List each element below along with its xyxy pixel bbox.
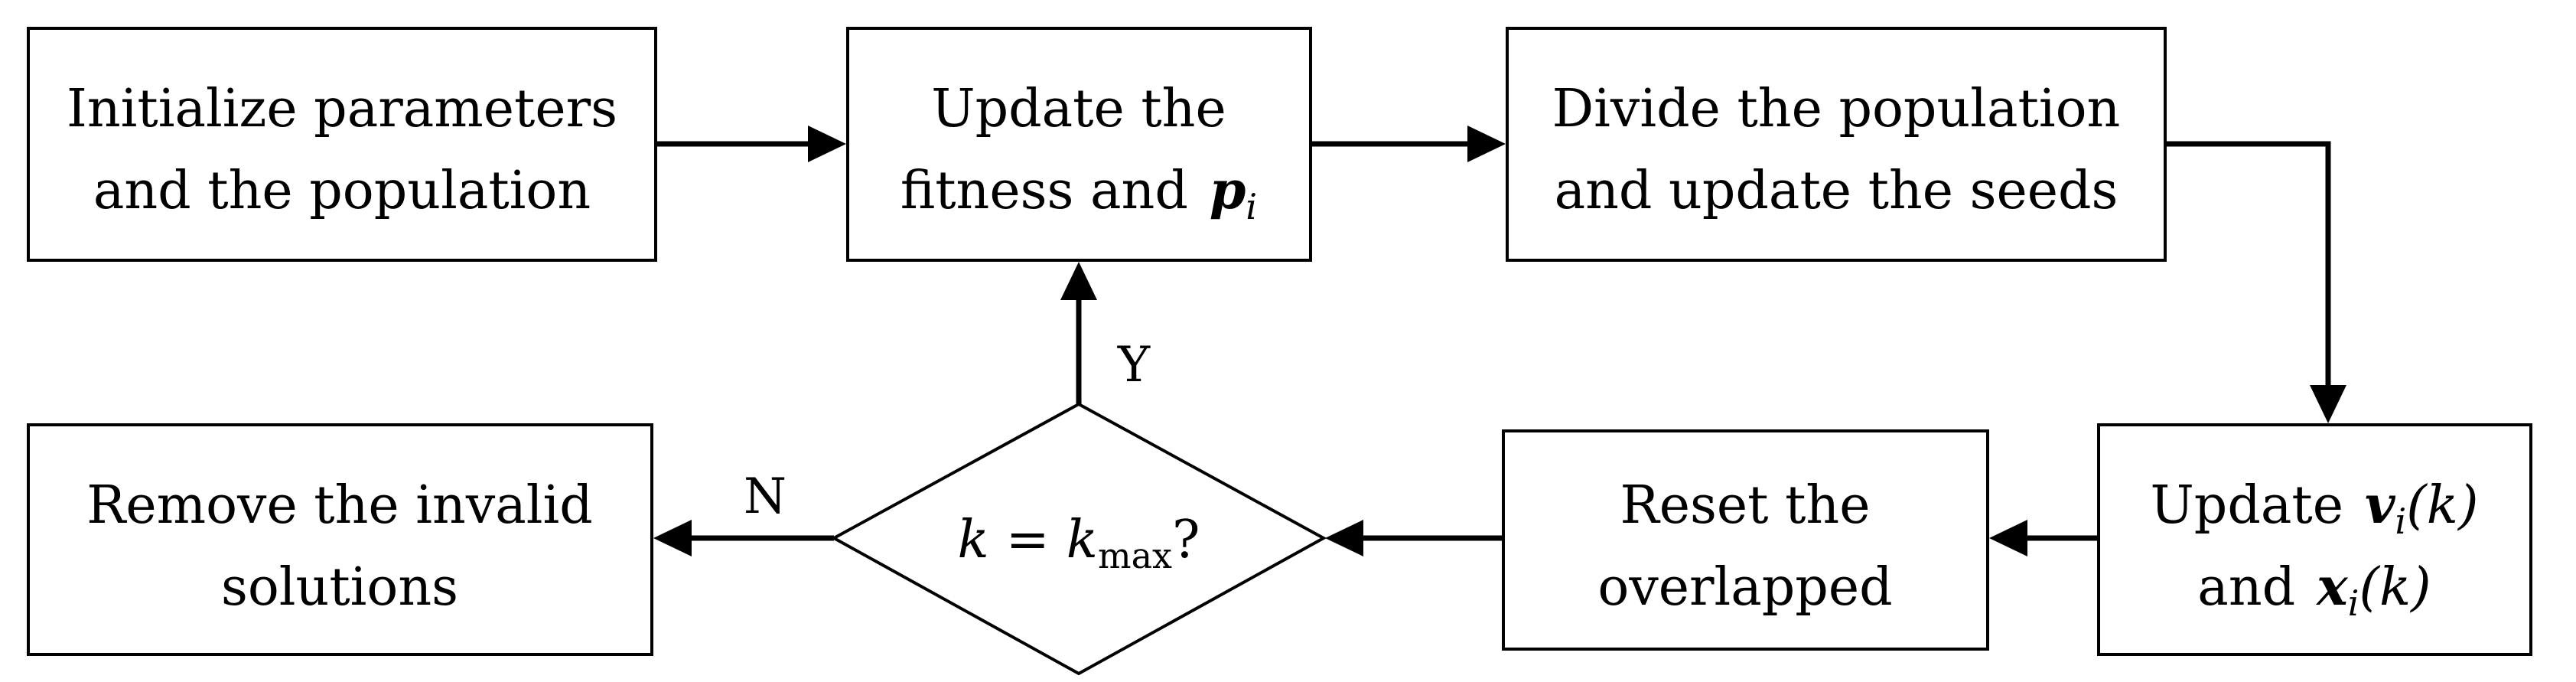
x-i-subscript: i — [2348, 582, 2359, 624]
v-i-symbol: v — [2365, 475, 2396, 536]
node-update-fitness: Update the fitness and pi — [846, 27, 1312, 262]
decision-condition: k=kmax? — [958, 510, 1200, 576]
edge-fitness-to-divide — [1311, 126, 1506, 162]
edge-divide-to-update-vx-line — [2165, 141, 2331, 387]
node-update-vx-line2-text: and — [2197, 557, 2295, 618]
node-update-vx-line1-text: Update — [2151, 475, 2343, 536]
node-reset: Reset the overlapped — [1502, 429, 1989, 651]
arrow-head-icon — [1325, 520, 1363, 556]
node-initialize-line1: Initialize parameters — [67, 79, 617, 139]
node-divide-line2: and update the seeds — [1555, 161, 2118, 221]
node-initialize-line2: and the population — [93, 161, 591, 221]
node-divide-line1: Divide the population — [1552, 79, 2121, 139]
node-initialize: Initialize parameters and the population — [27, 27, 657, 262]
v-i-argument: (k) — [2406, 475, 2478, 536]
arrow-head-icon — [1060, 262, 1097, 300]
edge-decision-yes: Y — [1060, 262, 1151, 404]
edge-label-yes: Y — [1117, 337, 1151, 393]
node-remove-line2: solutions — [221, 557, 458, 618]
decision-diamond — [830, 402, 1327, 676]
edge-decision-no: N — [653, 468, 834, 556]
node-remove-box — [27, 423, 653, 656]
x-i-argument: (k) — [2359, 557, 2431, 618]
arrow-head-icon — [2310, 385, 2346, 423]
node-initialize-box — [27, 27, 657, 262]
arrow-head-icon — [1467, 126, 1506, 162]
arrow-head-icon — [808, 126, 846, 162]
edge-update-vx-to-reset — [1989, 520, 2099, 556]
node-reset-line2: overlapped — [1597, 557, 1892, 618]
x-i-symbol: x — [2315, 556, 2349, 618]
decision-question-mark: ? — [1172, 510, 1200, 570]
node-divide: Divide the population and update the see… — [1506, 27, 2167, 262]
edge-divide-to-update-vx — [2165, 141, 2346, 423]
edge-reset-to-decision — [1325, 520, 1503, 556]
arrow-head-icon — [653, 520, 692, 556]
node-reset-box — [1502, 429, 1989, 651]
v-i-subscript: i — [2395, 501, 2407, 542]
decision-equals: = — [1006, 510, 1050, 570]
node-decision: k=kmax? — [830, 402, 1327, 676]
node-remove-line1: Remove the invalid — [86, 475, 593, 536]
decision-var-k: k — [958, 510, 989, 570]
decision-rhs-k: k — [1067, 510, 1098, 570]
node-reset-line1: Reset the — [1620, 475, 1871, 536]
p-i-symbol: p — [1210, 160, 1246, 221]
node-update-fitness-line2-text: fitness and — [900, 161, 1188, 221]
node-update-fitness-box — [846, 27, 1312, 262]
node-update-vx-box — [2097, 423, 2532, 656]
node-remove: Remove the invalid solutions — [27, 423, 653, 656]
edge-init-to-fitness — [656, 126, 846, 162]
p-i-subscript: i — [1246, 186, 1257, 227]
edge-label-no: N — [744, 468, 786, 525]
node-update-fitness-line1: Update the — [931, 79, 1226, 139]
arrow-head-icon — [1989, 520, 2027, 556]
node-divide-box — [1506, 27, 2167, 262]
decision-rhs-sub: max — [1098, 535, 1172, 576]
node-update-fitness-line2: fitness and pi — [900, 160, 1257, 227]
